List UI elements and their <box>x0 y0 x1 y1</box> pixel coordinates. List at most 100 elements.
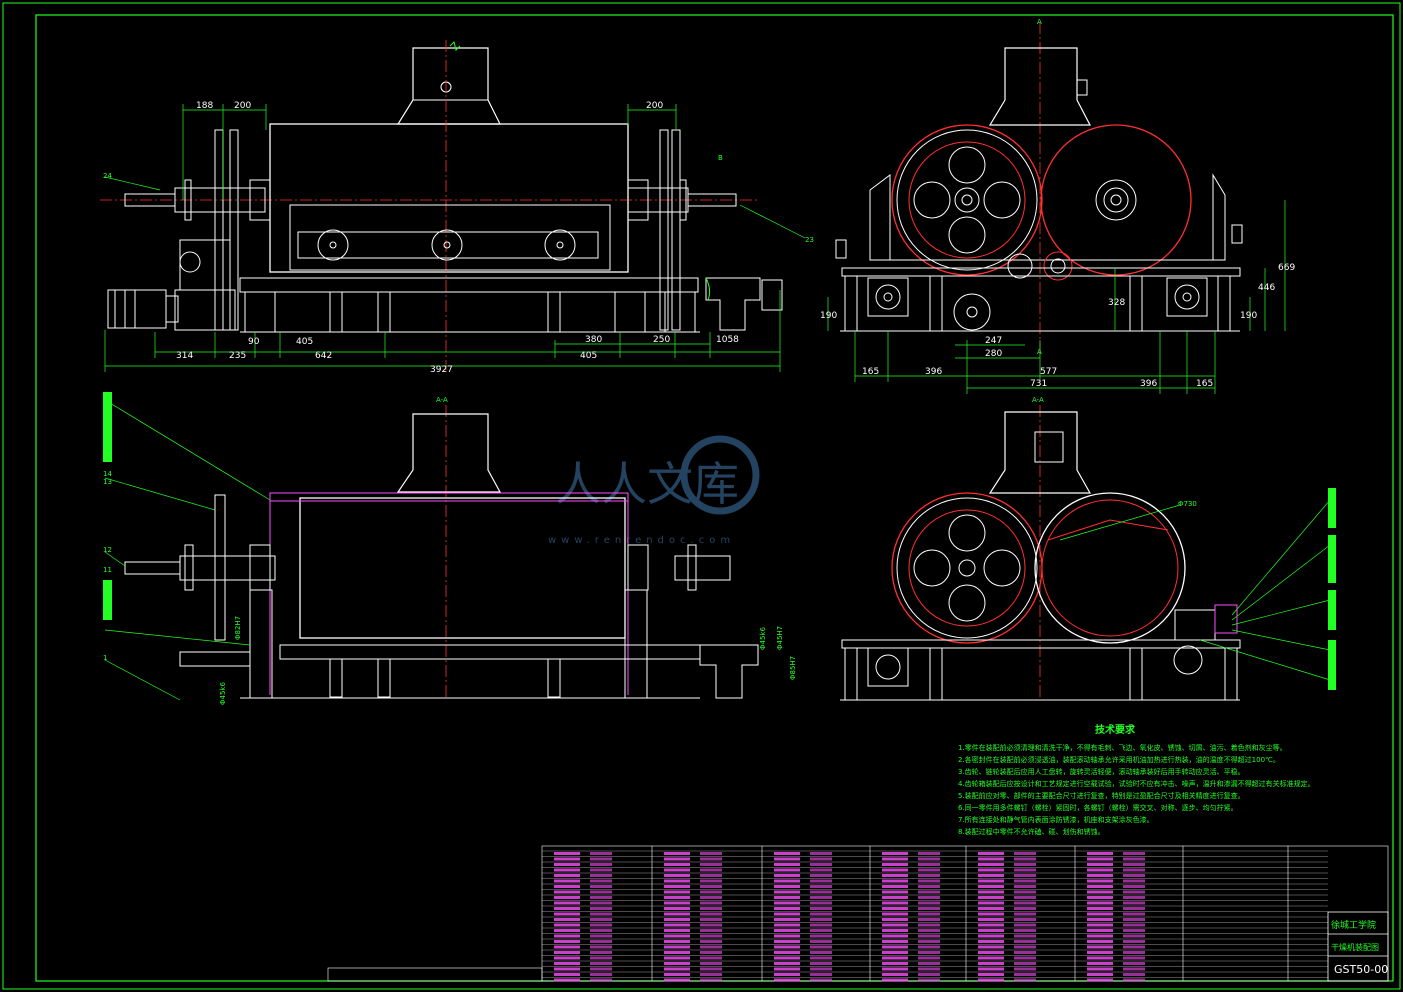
bom-cell-mark <box>1014 890 1036 894</box>
tech-requirements: 技术要求 1.零件在装配前必须清理和清洗干净，不得有毛刺、飞边、氧化皮、锈蚀、切… <box>958 723 1315 836</box>
bom-cell-mark <box>664 885 690 888</box>
bom-cell-mark <box>1123 901 1145 905</box>
bom-cell-mark <box>774 929 800 932</box>
bom-cell-mark <box>664 901 690 905</box>
bom-cell-mark <box>590 923 612 927</box>
note-6: 6.同一零件用多件螺钉（螺栓）紧固时，各螺钉（螺栓）需交叉、对称、逐步、均匀拧紧… <box>958 803 1238 812</box>
bom-cell-mark <box>810 923 832 927</box>
bom-cell-mark <box>810 951 832 954</box>
bom-cell-mark <box>1087 945 1113 949</box>
bom-cell-mark <box>1014 929 1036 932</box>
bom-cell-mark <box>1087 868 1113 872</box>
bom-cell-mark <box>978 945 1004 949</box>
side-view: A A <box>820 18 1295 394</box>
bom-cell-mark <box>1123 973 1145 976</box>
bom-cell-mark <box>1087 956 1113 960</box>
bom-cell-mark <box>590 973 612 976</box>
bom-cell-mark <box>700 857 722 861</box>
bom-cell-mark <box>700 973 722 976</box>
bom-cell-mark <box>1014 857 1036 861</box>
bom-cell-mark <box>700 934 722 938</box>
bom-cell-mark <box>978 951 1004 954</box>
fit-b-label: Φ45H7 <box>776 626 784 650</box>
dim-200b: 200 <box>646 101 663 111</box>
bom-cell-mark <box>1014 868 1036 872</box>
bom-cell-mark <box>774 940 800 943</box>
bom-cell-mark <box>1087 874 1113 877</box>
bom-cell-mark <box>882 852 908 855</box>
dim-446: 446 <box>1258 283 1275 293</box>
bom-cell-mark <box>882 940 908 943</box>
bom-cell-mark <box>774 863 800 866</box>
bom-cell-mark <box>1014 934 1036 938</box>
dim-188: 188 <box>196 101 213 111</box>
dim-642: 642 <box>315 351 332 361</box>
bom-cell-mark <box>774 874 800 877</box>
bom-cell-mark <box>918 929 940 932</box>
bom-cell-mark <box>882 962 908 965</box>
bom-cell-mark <box>810 852 832 855</box>
bom-cell-mark <box>664 934 690 938</box>
bom-cell-mark <box>918 857 940 861</box>
dim-577: 577 <box>1040 367 1057 377</box>
bom-cell-mark <box>1123 852 1145 855</box>
bom-cell-mark <box>1123 951 1145 954</box>
bom-cell-mark <box>664 852 690 855</box>
bom-cell-mark <box>700 956 722 960</box>
bom-cell-mark <box>590 978 612 982</box>
bom-cell-mark <box>810 901 832 905</box>
bom-cell-mark <box>774 967 800 971</box>
bom-cell-mark <box>590 967 612 971</box>
dim-165a: 165 <box>862 367 879 377</box>
section-side-view: A-A <box>840 396 1336 701</box>
bom-cell-mark <box>774 901 800 905</box>
bom-cell-mark <box>810 967 832 971</box>
bom-cell-mark <box>810 874 832 877</box>
bom-cell-mark <box>700 901 722 905</box>
bom-cell-mark <box>774 978 800 982</box>
bom-cell-mark <box>590 868 612 872</box>
bom-cell-mark <box>664 863 690 866</box>
bom-cell-mark <box>1087 896 1113 899</box>
bom-cell-mark <box>1123 868 1145 872</box>
bom-cell-mark <box>882 978 908 982</box>
dim-90: 90 <box>248 337 260 347</box>
bom-cell-mark <box>1014 978 1036 982</box>
bom-cell-mark <box>1014 945 1036 949</box>
bom-cell-mark <box>774 912 800 916</box>
bom-cell-mark <box>882 918 908 921</box>
bom-cell-mark <box>882 967 908 971</box>
bom-cell-mark <box>590 934 612 938</box>
part-12: 12 <box>103 546 112 554</box>
watermark: 人人文库 www.renrendoc.com <box>548 435 760 546</box>
bom-cell-mark <box>1087 918 1113 921</box>
bom-cell-mark <box>774 923 800 927</box>
bom-cell-mark <box>882 901 908 905</box>
bom-cell-mark <box>590 945 612 949</box>
bom-cell-mark <box>774 945 800 949</box>
bom-cell-mark <box>1123 940 1145 943</box>
bom-cell-mark <box>1014 962 1036 965</box>
bom-cell-mark <box>1087 973 1113 976</box>
bom-cell-mark <box>918 896 940 899</box>
dim-396b: 396 <box>1140 379 1157 389</box>
bom-cell-mark <box>700 885 722 888</box>
bom-cell-mark <box>810 879 832 883</box>
bom-cell-mark <box>978 874 1004 877</box>
bom-cell-mark <box>978 973 1004 976</box>
dim-190a: 190 <box>820 311 837 321</box>
bom-cell-mark <box>918 956 940 960</box>
bom-cell-mark <box>1014 863 1036 866</box>
bom-cell-mark <box>700 929 722 932</box>
bom-cell-mark <box>1123 967 1145 971</box>
bom-cell-mark <box>554 857 580 861</box>
bom-cell-mark <box>774 918 800 921</box>
bom-cell-mark <box>554 940 580 943</box>
bom-cell-mark <box>590 901 612 905</box>
part-13: 13 <box>103 478 112 486</box>
bom-cell-mark <box>664 874 690 877</box>
parts-list-rows <box>542 850 1328 978</box>
bom-cell-mark <box>590 863 612 866</box>
bom-cell-mark <box>700 868 722 872</box>
